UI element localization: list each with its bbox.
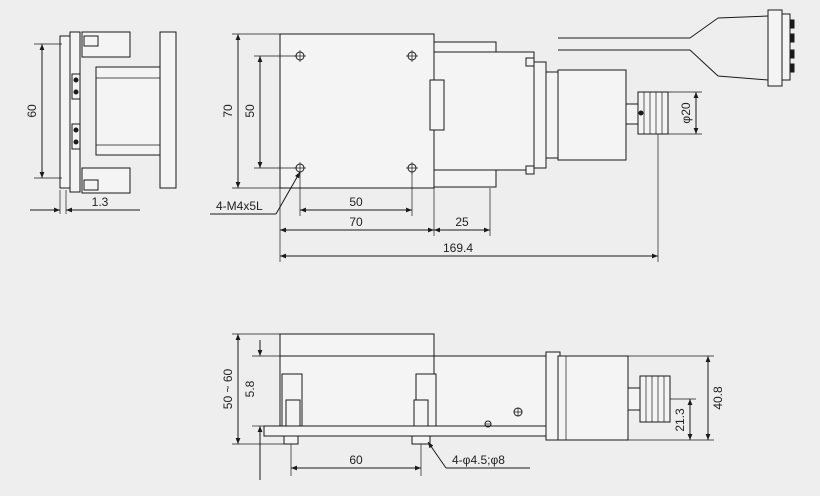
dim-body-width: 70	[349, 215, 363, 229]
mount-hole	[513, 407, 523, 417]
top-view	[210, 9, 795, 262]
side-view	[30, 31, 177, 214]
dim-side-offset: 1.3	[92, 195, 109, 209]
dim-front-height-range: 50 ~ 60	[221, 368, 235, 409]
mount-hole	[406, 50, 418, 62]
mount-hole	[484, 420, 492, 428]
dim-top-hole-height: 50	[243, 104, 257, 118]
hole-spec-label: 4-M4x5L	[216, 199, 263, 213]
dim-knob-center-height: 21.3	[673, 408, 687, 432]
mount-hole-spec-label: 4-φ4.5;φ8	[452, 453, 505, 467]
dim-top-height: 70	[221, 104, 235, 118]
dim-total-length: 169.4	[443, 241, 473, 255]
dim-knob-diameter: φ20	[679, 102, 693, 123]
dim-front-offset: 5.8	[243, 380, 257, 397]
dim-hole-spacing: 50	[349, 195, 363, 209]
dim-front-total-height: 40.8	[711, 386, 725, 410]
front-view	[232, 333, 714, 480]
dim-motor-offset: 25	[455, 215, 469, 229]
dim-front-hole-spacing: 60	[349, 453, 363, 467]
dim-side-height: 60	[25, 104, 39, 118]
